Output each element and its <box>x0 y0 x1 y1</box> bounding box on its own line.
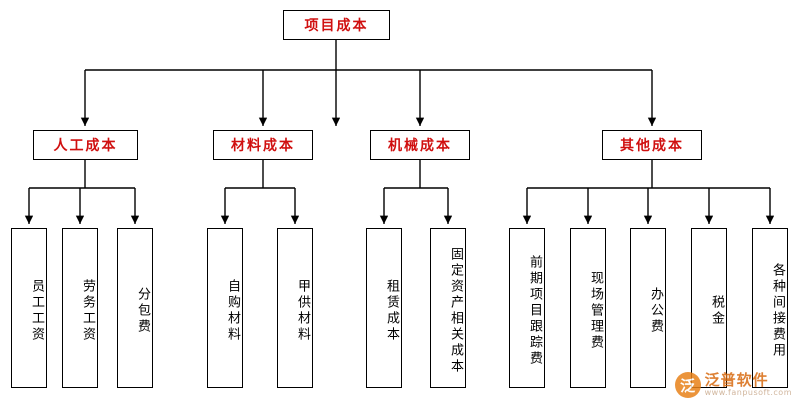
leaf-office-fee[interactable]: 办公费 <box>630 228 666 388</box>
leaf-owner-supplied-material[interactable]: 甲供材料 <box>277 228 313 388</box>
node-labor-cost[interactable]: 人工成本 <box>33 130 138 160</box>
node-root[interactable]: 项目成本 <box>283 10 390 40</box>
leaf-rental-cost[interactable]: 租赁成本 <box>366 228 402 388</box>
node-machinery-cost[interactable]: 机械成本 <box>370 130 470 160</box>
node-other-cost[interactable]: 其他成本 <box>602 130 702 160</box>
leaf-employee-salary[interactable]: 员工工资 <box>11 228 47 388</box>
node-material-cost[interactable]: 材料成本 <box>213 130 313 160</box>
watermark-brand: 泛普软件 <box>704 370 769 389</box>
leaf-tax[interactable]: 税金 <box>691 228 727 388</box>
leaf-subcontract-fee[interactable]: 分包费 <box>117 228 153 388</box>
watermark-logo-icon: 泛 <box>674 372 701 398</box>
leaf-site-management-fee[interactable]: 现场管理费 <box>570 228 606 388</box>
watermark-url: www.fanpusoft.com <box>704 387 792 397</box>
watermark: 泛 泛普软件 www.fanpusoft.com <box>674 370 792 398</box>
leaf-fixed-asset-related-cost[interactable]: 固定资产相关成本 <box>430 228 466 388</box>
leaf-early-project-tracking-fee[interactable]: 前期项目跟踪费 <box>509 228 545 388</box>
leaf-labor-service-salary[interactable]: 劳务工资 <box>62 228 98 388</box>
leaf-various-indirect-fees[interactable]: 各种间接费用 <box>752 228 788 388</box>
watermark-text: 泛普软件 www.fanpusoft.com <box>704 370 792 397</box>
leaf-self-purchased-material[interactable]: 自购材料 <box>207 228 243 388</box>
